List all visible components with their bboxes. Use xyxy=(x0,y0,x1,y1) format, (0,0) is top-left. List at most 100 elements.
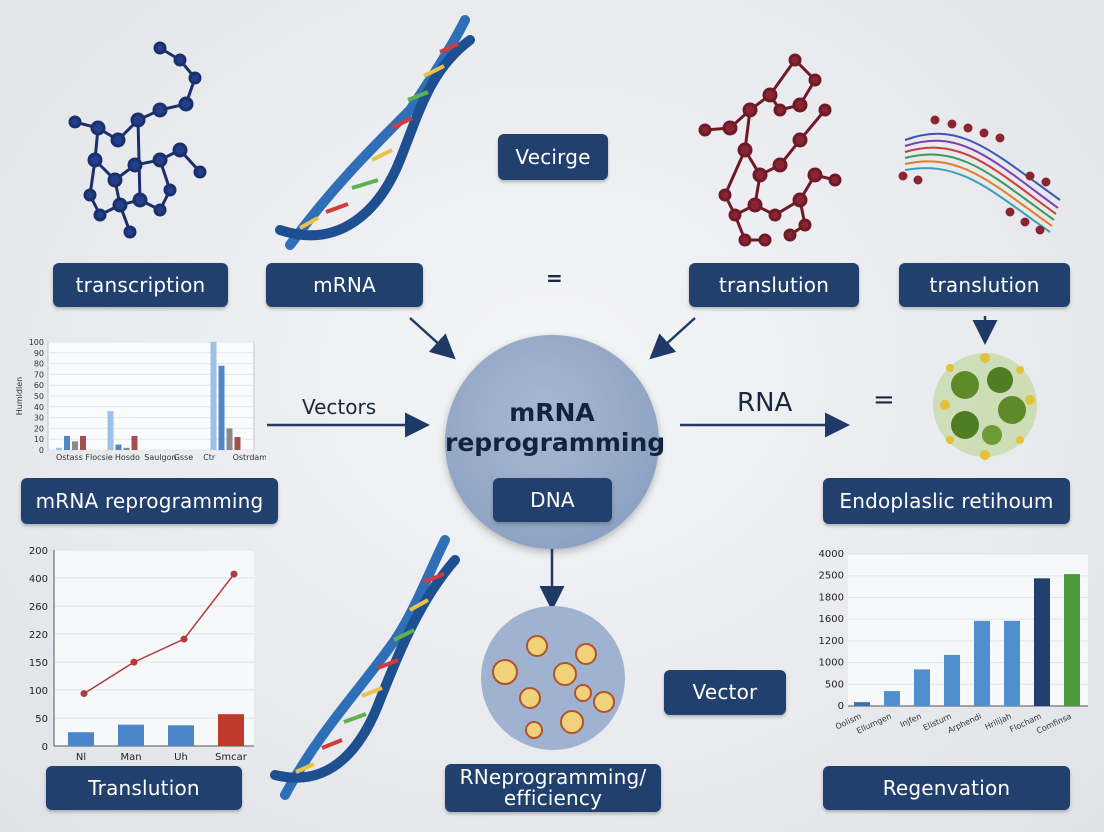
chart1-bar xyxy=(210,342,217,450)
arrow-translution-to-hub xyxy=(649,317,696,360)
chart1-bar xyxy=(131,435,138,450)
chart1-ytick: 60 xyxy=(34,381,44,390)
chart1-bar xyxy=(64,435,70,450)
hub-title: mRNA reprogramming xyxy=(445,398,666,457)
mrna-reprogramming-label: mRNA reprogramming xyxy=(21,478,278,524)
chart1-ytick: 40 xyxy=(34,403,44,412)
chart3-ytick: 1200 xyxy=(819,636,844,647)
translution-bottom-label: Translution xyxy=(46,766,242,810)
chart1-bar xyxy=(218,365,225,450)
chart2-point xyxy=(180,635,188,643)
equals-top: = xyxy=(546,266,563,290)
vectors-text: Vectors xyxy=(302,395,377,419)
chart3-ytick: 1000 xyxy=(819,658,844,669)
rn-efficiency-label: RNeprogramming/ efficiency xyxy=(445,764,661,812)
chart2-ytick: 150 xyxy=(29,658,48,669)
chart1-ytick: 80 xyxy=(34,360,44,369)
chart1-xtick: Hosdo xyxy=(115,453,140,462)
dna-helix-top-icon xyxy=(275,15,475,250)
chart-bar-bottom-right: 0500100012001600180025004000OolismEllumg… xyxy=(819,549,1088,736)
transcription-label: transcription xyxy=(53,263,228,307)
chart1-ytick: 30 xyxy=(34,414,44,423)
chart3-bar xyxy=(914,669,930,706)
chart1-ytick: 100 xyxy=(29,338,44,347)
chart1-xtick: Ostass xyxy=(56,453,83,462)
chart2-xtick: Man xyxy=(120,752,141,763)
chart3-xtick: Hrilijah xyxy=(984,712,1013,732)
chart3-xtick: Injfen xyxy=(899,712,923,730)
dna-helix-bottom-icon xyxy=(270,535,460,800)
chart1-xtick: Ostrdamg xyxy=(233,453,266,462)
equals-right: = xyxy=(873,385,895,415)
arrow-mrna-to-hub xyxy=(409,317,456,360)
chart3-bar xyxy=(854,702,870,706)
chart3-xtick: Comfinsa xyxy=(1035,712,1073,736)
chart2-ytick: 260 xyxy=(29,602,48,613)
chart3-bar xyxy=(1064,574,1080,706)
chart3-bar xyxy=(974,620,990,706)
chart2-point xyxy=(80,690,88,698)
chart3-ytick: 1800 xyxy=(819,592,844,603)
chart2-bar xyxy=(118,724,144,746)
chart3-bar xyxy=(944,654,960,706)
vecirge-label: Vecirge xyxy=(498,134,608,180)
chart1-bar xyxy=(56,447,62,450)
rna-text: RNA xyxy=(737,388,793,418)
chart2-series-line xyxy=(83,573,235,695)
chart1-ytick: 20 xyxy=(34,424,44,433)
chart1-bar xyxy=(234,437,241,450)
chart2-point xyxy=(230,570,238,578)
chart-line-bottom-left: 200 400 260 220 150 100 50 0Nl Man Uh Smcar xyxy=(29,546,254,763)
chart2-point xyxy=(130,658,138,666)
chart2-ytick: 220 xyxy=(29,630,48,641)
translution-label-1: translution xyxy=(689,263,859,307)
chart1-xtick: Ctr xyxy=(203,453,216,462)
regenvation-label: Regenvation xyxy=(823,766,1070,810)
chart2-ytick: 100 xyxy=(29,686,48,697)
chart1-ytick: 0 xyxy=(39,446,44,455)
chart1-xtick: Flocsie xyxy=(85,453,113,462)
chart2-xtick: Uh xyxy=(174,752,188,763)
chart2-xtick: Smcar xyxy=(215,752,248,763)
chart2-bar xyxy=(168,725,194,746)
chart3-bar xyxy=(884,691,900,706)
chart1-ytick: 70 xyxy=(34,370,44,379)
chart1-bar xyxy=(80,435,86,450)
rna-beads-icon xyxy=(898,115,1051,235)
chart2-ytick: 200 xyxy=(29,546,48,557)
chart2-ytick: 0 xyxy=(42,742,48,753)
chart3-bar xyxy=(1004,620,1020,706)
translution-label-2: translution xyxy=(899,263,1070,307)
chart3-bar xyxy=(1034,578,1050,706)
endoplasmic-label: Endoplaslic retihoum xyxy=(823,478,1070,524)
endoplasmic-cluster-icon xyxy=(933,353,1037,460)
chart3-ytick: 0 xyxy=(838,701,844,712)
chart1-xtick: Gsse xyxy=(174,453,194,462)
chart2-plot-area xyxy=(54,550,254,746)
chart1-bar xyxy=(72,441,78,450)
chart3-xtick: Arphendi xyxy=(946,712,983,735)
blue-molecule-icon xyxy=(68,41,207,239)
chart1-xtick: Saulgon xyxy=(144,453,176,462)
chart3-ytick: 1600 xyxy=(819,614,844,625)
chart3-plot-area xyxy=(848,554,1088,706)
chart1-ytick: 10 xyxy=(34,435,44,444)
chart2-ytick: 400 xyxy=(29,574,48,585)
chart2-ytick: 50 xyxy=(35,714,48,725)
rna-strand-icon xyxy=(904,132,1061,233)
chart1-ylabel: Humldlen xyxy=(15,377,24,415)
chart1-ytick: 90 xyxy=(34,349,44,358)
chart2-bar xyxy=(68,732,94,746)
chart1-bar xyxy=(107,411,114,450)
chart3-ytick: 4000 xyxy=(819,549,844,560)
red-molecule-icon xyxy=(698,53,842,247)
chart3-ytick: 2500 xyxy=(819,571,844,582)
vesicle-cluster-icon xyxy=(481,606,625,750)
chart1-bar xyxy=(115,444,122,450)
vector-label: Vector xyxy=(664,670,786,715)
chart2-bar xyxy=(218,714,244,746)
chart1-bar xyxy=(226,428,233,450)
chart2-xtick: Nl xyxy=(76,752,86,763)
